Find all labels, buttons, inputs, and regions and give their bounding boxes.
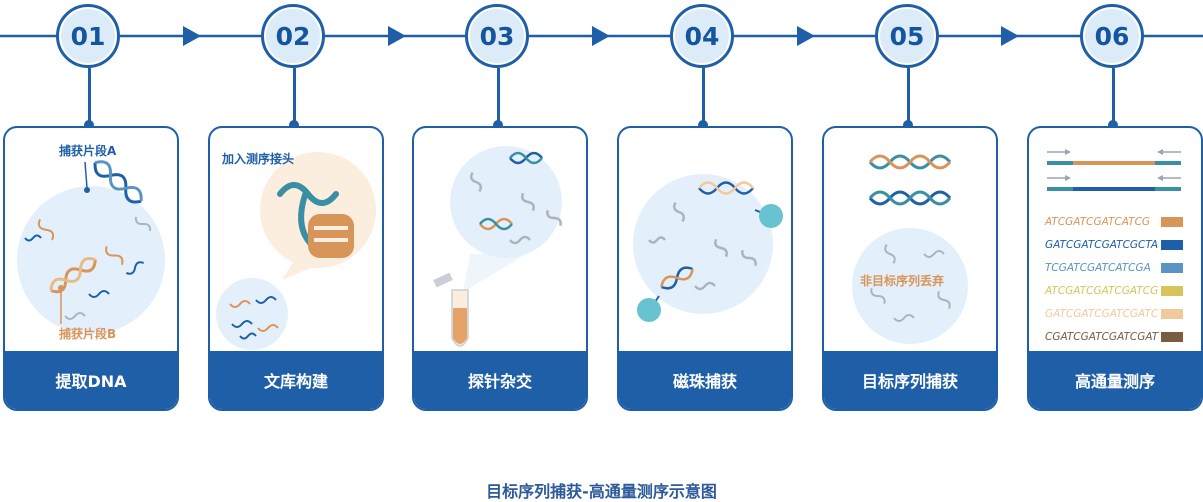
dna-icon	[870, 244, 951, 322]
sequence-swatch	[1161, 240, 1183, 250]
step-2: 02 加入测序接头 文库构建	[208, 0, 384, 420]
timeline	[0, 26, 1203, 46]
adapter-label: 加入测序接头	[222, 152, 295, 166]
step-3: 03 探针杂交	[412, 0, 588, 420]
step-5: 05 非目标序列丢弃 目标序列捕获	[822, 0, 998, 420]
connector-dot	[289, 120, 299, 130]
magnetic-bead-icon	[637, 298, 661, 322]
fragment-a-label: 捕获片段A	[59, 144, 117, 158]
arrow-icon	[183, 26, 201, 46]
step-title: 目标序列捕获	[824, 351, 996, 409]
sequence-swatch	[1161, 217, 1183, 227]
test-tube-icon	[433, 272, 469, 347]
step-number: 02	[266, 9, 320, 63]
step-card: 非目标序列丢弃 目标序列捕获	[822, 126, 998, 411]
step-number-badge: 05	[875, 4, 939, 68]
arrow-icon	[592, 26, 610, 46]
read-bar	[1047, 149, 1181, 165]
connector-dot	[698, 120, 708, 130]
arrow-icon	[797, 26, 815, 46]
step-number-badge: 04	[670, 4, 734, 68]
connector-dot	[1108, 120, 1118, 130]
magnetic-bead-capture-illustration	[633, 174, 783, 322]
connector-dot	[493, 120, 503, 130]
sequence-text: ATCGATCGATCGATCG	[1045, 285, 1159, 297]
step-number-badge: 02	[261, 4, 325, 68]
arrow-icon	[388, 26, 406, 46]
target-capture-illustration	[852, 154, 968, 344]
step-4: 04 磁珠捕获	[617, 0, 793, 420]
dna-icon	[648, 181, 757, 291]
step-card: 探针杂交	[412, 126, 588, 411]
sequence-swatch	[1161, 309, 1183, 319]
sequence-text: TCGATCGATCATCGA	[1045, 262, 1151, 274]
discard-label: 非目标序列丢弃	[860, 274, 945, 288]
connector-line	[293, 68, 296, 125]
dna-extraction-illustration	[17, 160, 165, 334]
library-construction-illustration	[216, 152, 376, 350]
step-number-badge: 01	[56, 4, 120, 68]
sequence-swatch	[1161, 332, 1183, 342]
step-title: 磁珠捕获	[619, 351, 791, 409]
step-title: 探针杂交	[414, 351, 586, 409]
step-number-badge: 06	[1080, 4, 1144, 68]
sequence-text: ATCGATCGATCATCG	[1045, 216, 1151, 228]
step-card: ATCGATCGATCATCG GATCGATCGATCGCTA TCGATCG…	[1027, 126, 1203, 411]
probe-hybridization-illustration	[433, 146, 562, 347]
step-number: 04	[675, 9, 729, 63]
read-bar	[1047, 175, 1181, 191]
dna-icon	[229, 296, 279, 340]
connector-line	[88, 68, 91, 125]
step-card: 捕获片段A 捕获片段B 提取DNA	[3, 126, 179, 411]
step-number: 01	[61, 9, 115, 63]
step-title: 提取DNA	[5, 351, 177, 409]
dna-icon	[308, 214, 354, 258]
sequence-text: CGATCGATCGATCGAT	[1045, 331, 1159, 343]
step-1: 01 捕获片段A 捕获片段B 提取DNA	[3, 0, 179, 420]
step-card: 磁珠捕获	[617, 126, 793, 411]
dna-icon	[868, 154, 952, 206]
step-number-badge: 03	[465, 4, 529, 68]
step-title: 高通量测序	[1029, 351, 1201, 409]
connector-dot	[903, 120, 913, 130]
diagram-caption: 目标序列捕获-高通量测序示意图	[486, 482, 717, 501]
sequence-swatch	[1161, 263, 1183, 273]
sequence-text: GATCGATCGATCGATC	[1045, 308, 1159, 320]
step-number: 05	[880, 9, 934, 63]
connector-line	[907, 68, 910, 125]
dna-icon	[469, 151, 562, 245]
step-6: 06 ATCGATCGATCATCG	[1027, 0, 1203, 420]
sequence-swatch	[1161, 286, 1183, 296]
connector-line	[497, 68, 500, 125]
connector-line	[702, 68, 705, 125]
connector-line	[1112, 68, 1115, 125]
step-number: 03	[470, 9, 524, 63]
fragment-b-label: 捕获片段B	[59, 327, 117, 341]
step-title: 文库构建	[210, 351, 382, 409]
connector-dot	[84, 120, 94, 130]
magnetic-bead-icon	[759, 204, 783, 228]
arrow-icon	[1001, 26, 1019, 46]
step-number: 06	[1085, 9, 1139, 63]
sequencing-reads-illustration	[1047, 149, 1181, 191]
sequence-text: GATCGATCGATCGCTA	[1045, 239, 1159, 251]
step-card: 加入测序接头 文库构建	[208, 126, 384, 411]
